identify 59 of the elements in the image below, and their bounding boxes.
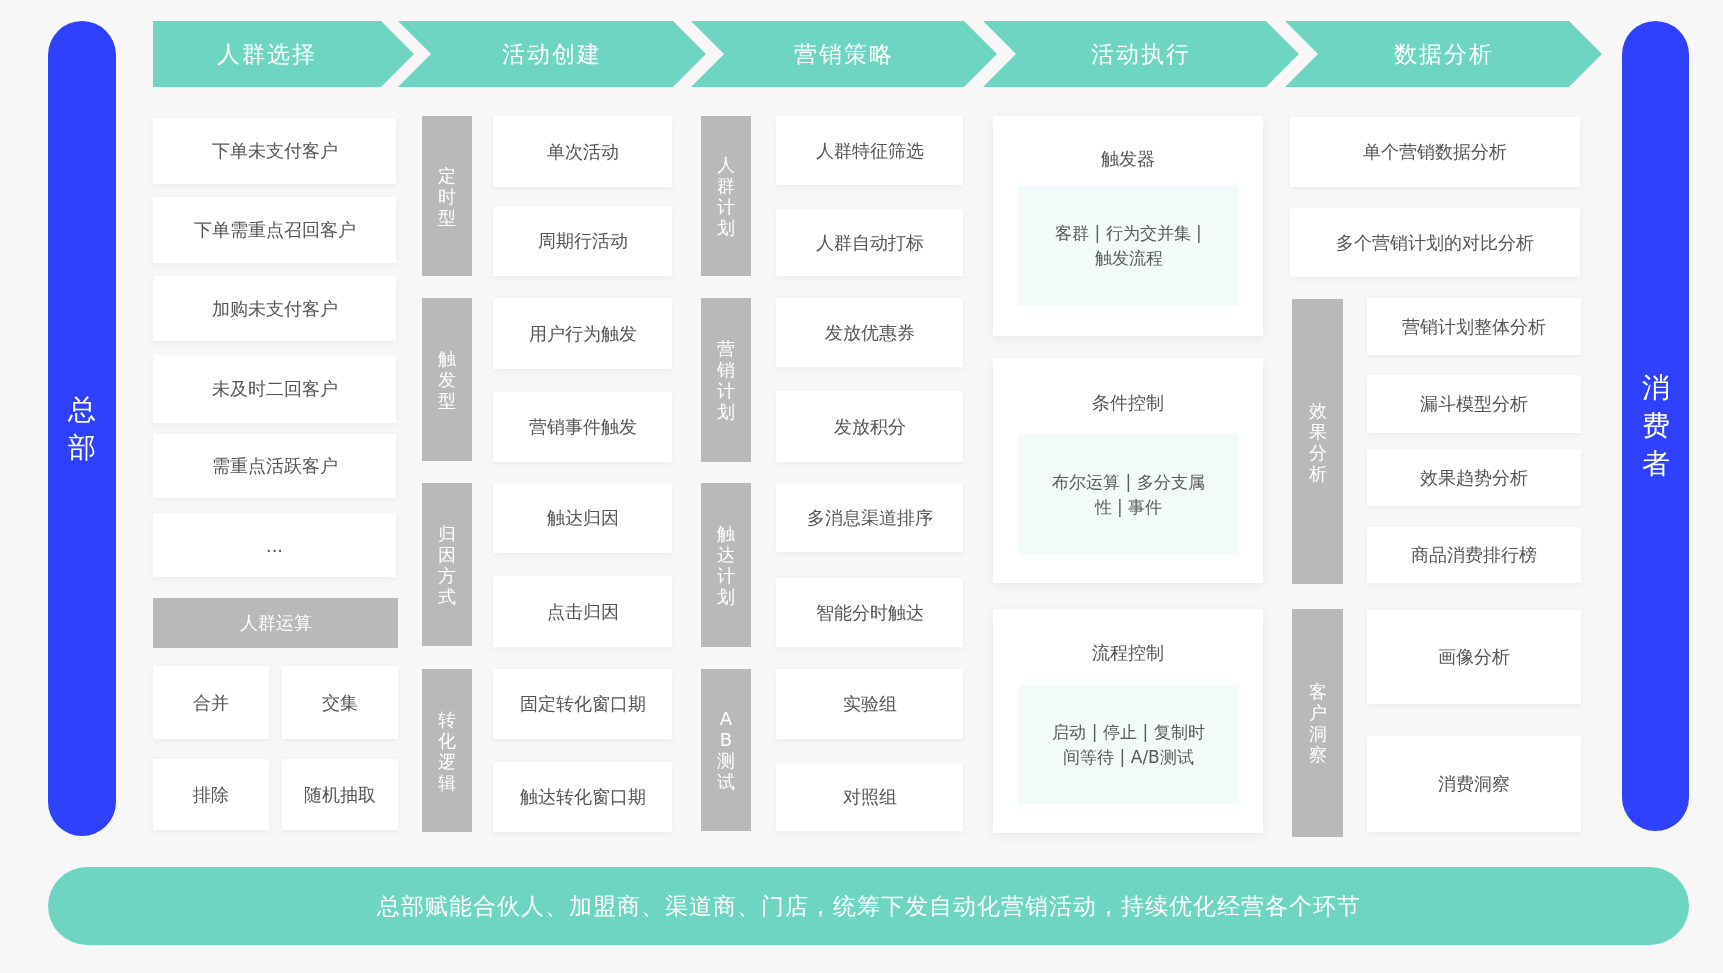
item-card: 单次活动 — [493, 116, 672, 187]
item-card: 画像分析 — [1367, 610, 1581, 704]
item-card: 下单需重点召回客户 — [153, 197, 396, 263]
item-card: 周期行活动 — [493, 206, 672, 276]
chevron-step: 数据分析 — [1285, 21, 1602, 87]
item-card: 商品消费排行榜 — [1367, 527, 1581, 583]
item-card: 交集 — [282, 666, 398, 739]
item-card: 多消息渠道排序 — [776, 483, 963, 552]
detail-panel: 启动 | 停止 | 复制时间等待 | A/B测试 — [1018, 685, 1239, 804]
item-card: 效果趋势分析 — [1367, 449, 1581, 506]
card-heading: 触发器 — [1101, 147, 1155, 171]
category-band: 触发型 — [422, 298, 472, 461]
category-band: 定时型 — [422, 116, 472, 276]
side-pill-bar: 总部 — [48, 21, 116, 836]
item-card: 发放优惠券 — [776, 298, 963, 367]
detail-panel: 布尔运算 | 多分支属性 | 事件 — [1018, 434, 1239, 555]
chevron-step: 活动创建 — [398, 21, 706, 87]
category-band: 人群计划 — [701, 116, 751, 276]
category-band: 转化逻辑 — [422, 669, 472, 832]
category-band: 客户洞察 — [1292, 609, 1343, 837]
item-card: 需重点活跃客户 — [153, 434, 396, 498]
item-card: 漏斗模型分析 — [1367, 375, 1581, 433]
category-band: AB测试 — [701, 669, 751, 831]
item-card: 对照组 — [776, 763, 963, 831]
item-card: ... — [153, 513, 396, 577]
category-bar: 人群运算 — [153, 598, 398, 648]
card-heading: 条件控制 — [1092, 391, 1164, 415]
item-card: 未及时二回客户 — [153, 355, 396, 423]
item-card: 多个营销计划的对比分析 — [1290, 208, 1580, 277]
chevron-step: 营销策略 — [691, 21, 997, 87]
item-card: 营销事件触发 — [493, 392, 672, 462]
item-card: 人群特征筛选 — [776, 116, 963, 185]
side-pill-bar: 消费者 — [1622, 21, 1689, 831]
chevron-step: 活动执行 — [983, 21, 1299, 87]
item-card: 下单未支付客户 — [153, 118, 396, 184]
item-card: 触达转化窗口期 — [493, 762, 672, 832]
item-card: 点击归因 — [493, 576, 672, 647]
chevron-step: 人群选择 — [153, 21, 414, 87]
card-heading: 流程控制 — [1092, 641, 1164, 665]
item-card: 触达归因 — [493, 483, 672, 553]
item-card: 随机抽取 — [282, 759, 398, 830]
category-band: 效果分析 — [1292, 299, 1343, 584]
item-card: 实验组 — [776, 669, 963, 739]
item-card: 合并 — [153, 666, 269, 739]
item-card: 固定转化窗口期 — [493, 669, 672, 739]
category-band: 归因方式 — [422, 483, 472, 646]
category-band: 触达计划 — [701, 483, 751, 647]
category-band: 营销计划 — [701, 298, 751, 462]
item-card: 排除 — [153, 759, 269, 830]
item-card: 用户行为触发 — [493, 298, 672, 369]
item-card: 加购未支付客户 — [153, 276, 396, 341]
item-card: 单个营销数据分析 — [1290, 117, 1580, 187]
detail-panel: 客群 | 行为交并集 | 触发流程 — [1018, 186, 1239, 306]
item-card: 发放积分 — [776, 391, 963, 462]
item-card: 人群自动打标 — [776, 209, 963, 276]
item-card: 智能分时触达 — [776, 578, 963, 647]
item-card: 消费洞察 — [1367, 736, 1581, 832]
item-card: 营销计划整体分析 — [1367, 298, 1581, 355]
summary-banner: 总部赋能合伙人、加盟商、渠道商、门店，统筹下发自动化营销活动，持续优化经营各个环节 — [48, 867, 1689, 945]
